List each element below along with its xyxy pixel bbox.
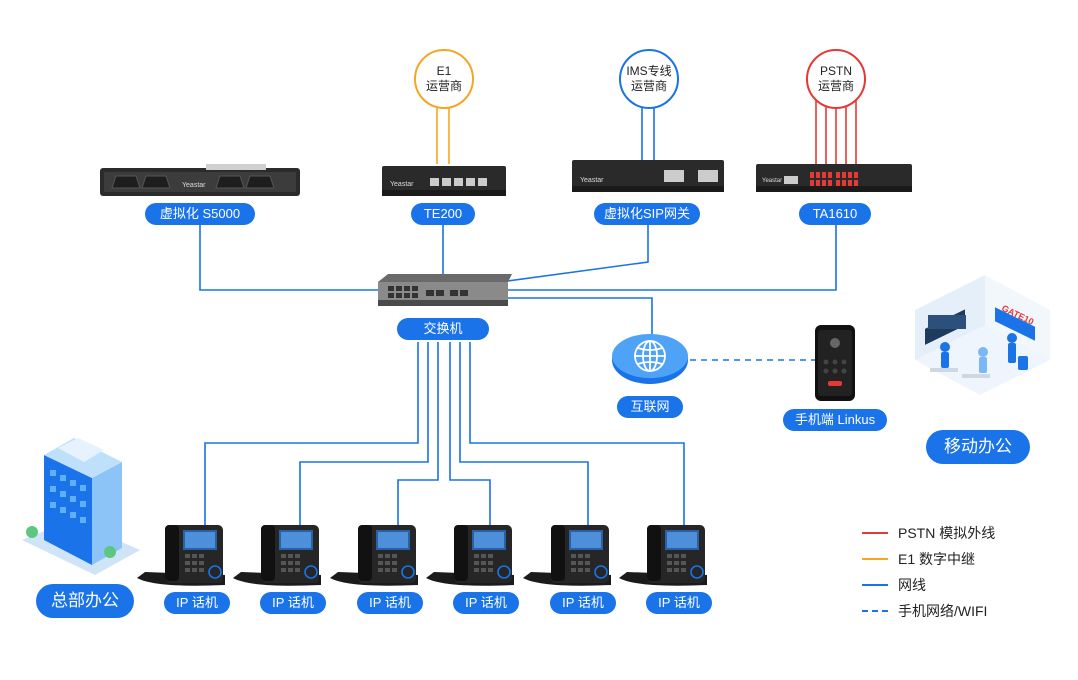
ip-phone-icon xyxy=(330,525,418,586)
te200-label: TE200 xyxy=(411,203,475,225)
legend-label-pstn: PSTN 模拟外线 xyxy=(898,525,996,541)
ta1610-label: TA1610 xyxy=(799,203,871,225)
ip-phone-label: IP 话机 xyxy=(260,592,326,614)
mobile-office-label: 移动办公 xyxy=(926,430,1030,464)
pstn-carrier-line1: PSTN xyxy=(819,64,852,78)
legend-item-e1: E1 数字中继 xyxy=(862,546,995,572)
svg-text:Yeastar: Yeastar xyxy=(182,182,206,189)
s5000-server-icon: Yeastar xyxy=(100,164,300,196)
sip-gateway-label: 虚拟化SIP网关 xyxy=(594,203,700,225)
internet-label: 互联网 xyxy=(617,396,683,418)
switch-device-icon xyxy=(378,274,512,306)
ims-lines xyxy=(641,100,655,160)
ip-phone-label: IP 话机 xyxy=(453,592,519,614)
ip-phone-label: IP 话机 xyxy=(550,592,616,614)
ip-phone-icon xyxy=(233,525,321,586)
ims-carrier-node: IMS专线 运营商 xyxy=(619,49,679,109)
legend-swatch-e1 xyxy=(862,558,888,560)
ims-carrier-line1: IMS专线 xyxy=(626,64,672,78)
network-cables xyxy=(199,222,837,530)
legend-label-cable: 网线 xyxy=(898,577,926,593)
ip-phone-icon xyxy=(426,525,514,586)
pstn-carrier-line2: 运营商 xyxy=(817,79,854,93)
ip-phone-icon xyxy=(523,525,611,586)
switch-label: 交换机 xyxy=(397,318,489,340)
svg-text:Yeastar: Yeastar xyxy=(580,177,604,184)
legend-item-cable: 网线 xyxy=(862,572,995,598)
ip-phone-label: IP 话机 xyxy=(646,592,712,614)
mobile-office-illustration: GATE10 xyxy=(915,275,1050,395)
ip-phones-group xyxy=(137,525,707,586)
ip-phone-label: IP 话机 xyxy=(164,592,230,614)
te200-device-icon: Yeastar xyxy=(382,166,506,196)
e1-trunk-lines xyxy=(436,100,450,164)
hq-office-label: 总部办公 xyxy=(36,584,134,618)
mobile-linkus-label: 手机端 Linkus xyxy=(783,409,887,431)
e1-carrier-node: E1 运营商 xyxy=(414,49,474,109)
ip-phone-icon xyxy=(619,525,707,586)
legend-swatch-pstn xyxy=(862,532,888,534)
ip-phone-label: IP 话机 xyxy=(357,592,423,614)
legend-swatch-wifi xyxy=(862,610,888,612)
ims-carrier-line2: 运营商 xyxy=(630,79,667,93)
s5000-label: 虚拟化 S5000 xyxy=(145,203,255,225)
legend-label-e1: E1 数字中继 xyxy=(898,551,976,567)
pstn-carrier-node: PSTN 运营商 xyxy=(806,49,866,109)
ta1610-device-icon: Yeastar xyxy=(756,164,912,192)
legend-swatch-cable xyxy=(862,584,888,586)
mobile-phone-icon xyxy=(815,325,855,401)
internet-globe-icon xyxy=(612,334,688,384)
legend-item-wifi: 手机网络/WIFI xyxy=(862,598,995,624)
svg-text:Yeastar: Yeastar xyxy=(762,178,782,184)
legend: PSTN 模拟外线 E1 数字中继 网线 手机网络/WIFI xyxy=(862,520,995,624)
sip-gateway-device-icon: Yeastar xyxy=(572,160,724,192)
e1-carrier-line2: 运营商 xyxy=(425,79,462,93)
svg-text:Yeastar: Yeastar xyxy=(390,181,414,188)
e1-carrier-line1: E1 xyxy=(436,64,452,78)
headquarters-building-icon xyxy=(22,438,140,575)
ip-phone-icon xyxy=(137,525,225,586)
legend-item-pstn: PSTN 模拟外线 xyxy=(862,520,995,546)
legend-label-wifi: 手机网络/WIFI xyxy=(898,603,988,619)
